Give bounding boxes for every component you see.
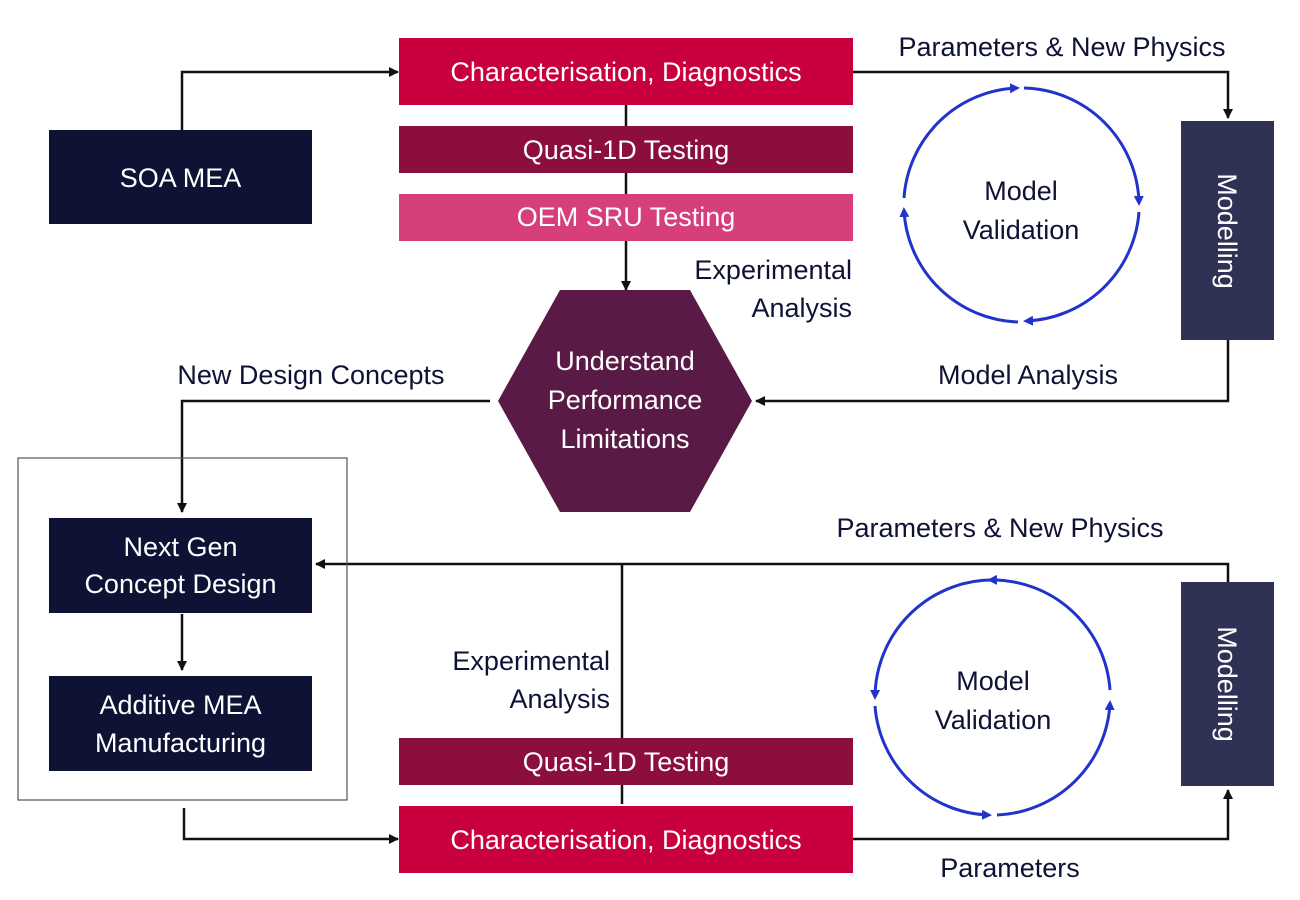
label-experimental-bottom-line-1: Experimental (452, 646, 610, 676)
label-params-new-physics-top: Parameters & New Physics (898, 32, 1225, 62)
arrow-modelling-to-nextgen (315, 559, 1230, 582)
cycle-top-arc-3 (899, 207, 1019, 324)
cycle-bottom-arc-1 (870, 578, 998, 700)
modelling-top-label: Modelling (1212, 173, 1242, 289)
label-experimental-bottom-line-2: Analysis (509, 684, 610, 714)
model-validation-bottom-line-1: Model (956, 666, 1030, 696)
model-validation-bottom: Model Validation (870, 574, 1115, 820)
cycle-bottom-arc-2 (873, 705, 992, 820)
cycle-top-arc-1 (1023, 86, 1144, 206)
arrow-char-to-modelling-top (852, 70, 1233, 119)
modelling-bottom-box: Modelling (1181, 582, 1274, 786)
char-diag-bottom-label: Characterisation, Diagnostics (450, 825, 801, 855)
label-parameters-bottom: Parameters (940, 853, 1080, 883)
oem-sru-label: OEM SRU Testing (517, 202, 736, 232)
additive-line-1: Additive MEA (99, 690, 261, 720)
char-diag-top-box: Characterisation, Diagnostics (399, 38, 853, 105)
arrow-soa-to-char (180, 67, 399, 130)
model-validation-top-line-2: Validation (963, 215, 1080, 245)
label-experimental-top-line-2: Analysis (751, 293, 852, 323)
label-experimental-top-line-1: Experimental (694, 255, 852, 285)
cycle-top-arc-2 (1023, 211, 1141, 326)
arrow-char-to-modelling-bottom (852, 789, 1233, 841)
soa-mea-label: SOA MEA (120, 163, 242, 193)
quasi-bottom-box: Quasi-1D Testing (399, 738, 853, 785)
hexagon-line-2: Performance (548, 385, 703, 415)
oem-sru-box: OEM SRU Testing (399, 194, 853, 241)
model-validation-top: Model Validation (899, 83, 1144, 326)
cycle-bottom-arc-4 (987, 574, 1112, 691)
additive-line-2: Manufacturing (95, 728, 266, 758)
label-new-design-concepts: New Design Concepts (177, 360, 444, 390)
model-validation-bottom-line-2: Validation (935, 705, 1052, 735)
arrow-bracket-to-char-bottom (182, 808, 399, 844)
connectors (177, 67, 1233, 844)
hexagon-box: Understand Performance Limitations (498, 290, 752, 512)
modelling-top-box: Modelling (1181, 121, 1274, 340)
char-diag-top-label: Characterisation, Diagnostics (450, 57, 801, 87)
soa-mea-box: SOA MEA (49, 130, 312, 224)
next-gen-box: Next Gen Concept Design (49, 518, 312, 613)
next-gen-line-2: Concept Design (84, 569, 276, 599)
hexagon-line-3: Limitations (560, 424, 689, 454)
quasi-top-box: Quasi-1D Testing (399, 126, 853, 173)
model-validation-top-line-1: Model (984, 176, 1058, 206)
cycle-top-arc-4 (902, 83, 1020, 199)
hexagon-line-1: Understand (555, 346, 695, 376)
quasi-top-label: Quasi-1D Testing (523, 135, 730, 165)
modelling-bottom-label: Modelling (1212, 626, 1242, 742)
quasi-bottom-label: Quasi-1D Testing (523, 747, 730, 777)
char-diag-bottom-box: Characterisation, Diagnostics (399, 806, 853, 873)
cycle-bottom-arc-3 (996, 700, 1115, 817)
group-frame (17, 457, 348, 801)
label-model-analysis: Model Analysis (938, 360, 1118, 390)
label-params-new-physics-bottom: Parameters & New Physics (836, 513, 1163, 543)
arrow-hexagon-to-nextgen (177, 399, 490, 513)
arrow-modelling-to-hexagon (755, 340, 1230, 406)
additive-box: Additive MEA Manufacturing (49, 676, 312, 771)
next-gen-line-1: Next Gen (123, 532, 237, 562)
